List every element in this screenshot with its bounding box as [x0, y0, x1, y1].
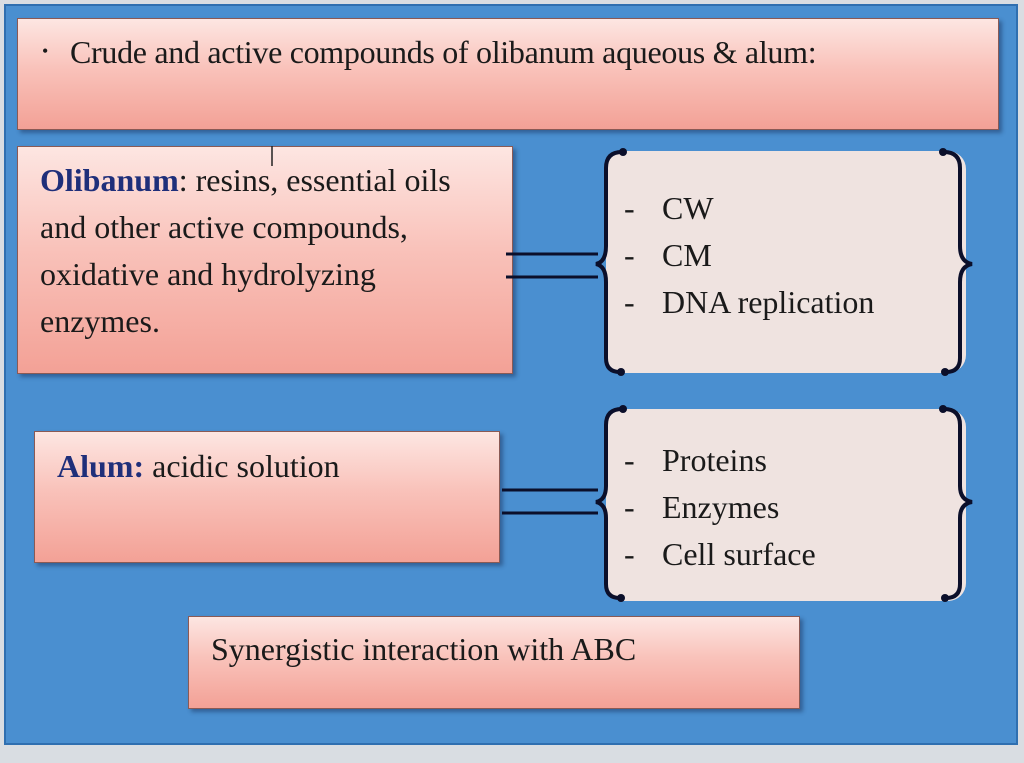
title-box: • Crude and active compounds of olibanum… — [17, 18, 999, 130]
alum-text: acidic solution — [144, 448, 340, 484]
slide-background: • Crude and active compounds of olibanum… — [4, 4, 1018, 745]
alum-targets-box: -Proteins -Enzymes -Cell surface — [606, 409, 966, 601]
synergy-box: Synergistic interaction with ABC — [188, 616, 800, 709]
bullet-icon: • — [42, 41, 49, 61]
olibanum-targets-box: -CW -CM -DNA replication — [606, 151, 966, 373]
list-item: -CW — [616, 185, 966, 232]
dash-icon: - — [624, 489, 635, 525]
connectors-layer — [271, 146, 973, 602]
list-item-label: Cell surface — [662, 536, 816, 572]
brace-dot — [941, 368, 949, 376]
brace-dot — [939, 405, 947, 413]
list-item: -DNA replication — [616, 279, 966, 326]
dash-icon: - — [624, 237, 635, 273]
list-item-label: Proteins — [662, 442, 767, 478]
dash-icon: - — [624, 442, 635, 478]
brace-dot — [941, 594, 949, 602]
brace-dot — [939, 148, 947, 156]
title-text: Crude and active compounds of olibanum a… — [70, 34, 817, 70]
list-item-label: CM — [662, 237, 712, 273]
dash-icon: - — [624, 284, 635, 320]
list-item: -Enzymes — [616, 484, 966, 531]
olibanum-text: : resins, essential oils and other activ… — [40, 162, 451, 339]
brace-dot — [617, 368, 625, 376]
list-item-label: Enzymes — [662, 489, 780, 525]
list-item-label: DNA replication — [662, 284, 875, 320]
alum-label: Alum: — [57, 448, 145, 484]
dash-icon: - — [624, 536, 635, 572]
dash-icon: - — [624, 190, 635, 226]
list-item: -Proteins — [616, 437, 966, 484]
olibanum-label: Olibanum — [40, 162, 179, 198]
olibanum-box: Olibanum: resins, essential oils and oth… — [17, 146, 513, 374]
left-brace-icon — [595, 150, 623, 374]
synergy-text: Synergistic interaction with ABC — [211, 631, 637, 667]
left-brace-icon — [595, 407, 623, 600]
alum-description: Alum: acidic solution — [57, 444, 489, 488]
list-item: -CM — [616, 232, 966, 279]
list-item: -Cell surface — [616, 531, 966, 578]
right-brace-icon — [943, 407, 973, 600]
olibanum-description: Olibanum: resins, essential oils and oth… — [40, 157, 502, 345]
alum-box: Alum: acidic solution — [34, 431, 500, 563]
brace-dot — [617, 594, 625, 602]
right-brace-icon — [943, 150, 973, 374]
brace-dot — [619, 148, 627, 156]
list-item-label: CW — [662, 190, 714, 226]
brace-dot — [619, 405, 627, 413]
